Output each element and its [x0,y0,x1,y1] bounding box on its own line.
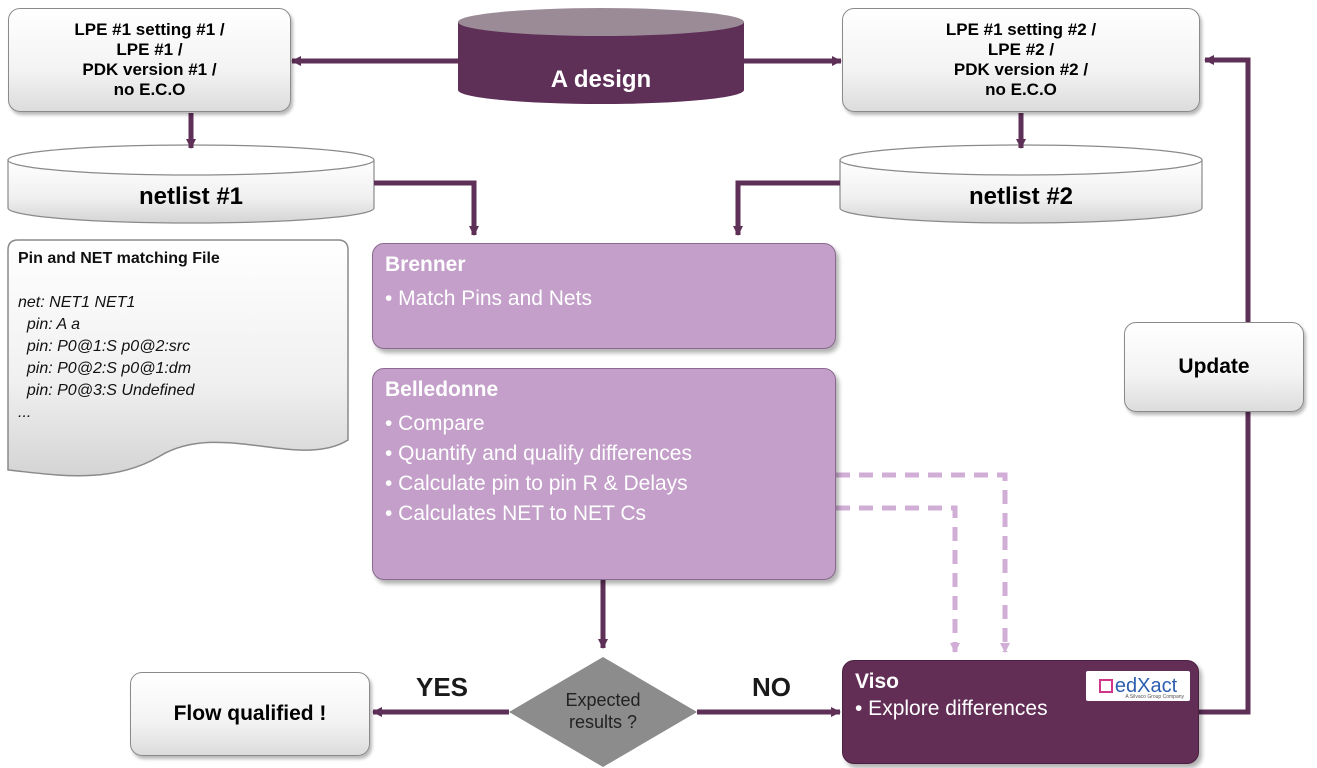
pin-file-line-3: pin: P0@1:S p0@2:src [18,338,191,355]
flow-qualified-box: Flow qualified ! [130,672,370,756]
netlist2-cylinder [839,144,1203,224]
dashed-arrow-calc-to-viso [836,505,960,653]
setting2-line-1: LPE #1 setting #2 / [945,20,1097,39]
lpe-setting-2-box: LPE #1 setting #2 / LPE #2 / PDK version… [842,8,1200,112]
pin-net-matching-file: Pin and NET matching File net: NET1 NET1… [8,240,348,476]
belledonne-bullet-2: • Quantify and qualify differences [385,442,692,465]
pin-file-line-4: pin: P0@2:S p0@1:dm [18,360,192,377]
setting2-line-4: no E.C.O [985,80,1057,99]
pin-file-line-1: net: NET1 NET1 [18,294,136,311]
pin-file-line-5: pin: P0@3:S Undefined [18,382,195,399]
pin-file-line-6: ... [18,404,32,421]
pin-file-title: Pin and NET matching File [18,250,220,267]
brenner-title: Brenner [385,253,466,276]
belledonne-bullet-3: • Calculate pin to pin R & Delays [385,472,688,495]
yes-label: YES [416,672,469,702]
edxact-logo: edXact A Silvaco Group Company [1086,671,1190,701]
setting1-line-4: no E.C.O [113,80,186,99]
decision-diamond [509,657,697,767]
edxact-logo-text: edXact [1114,674,1178,697]
edxact-logo-mark-icon [1098,679,1113,693]
update-label: Update [1178,355,1250,378]
design-cylinder [458,8,744,104]
brenner-box: Brenner • Match Pins and Nets [372,243,836,349]
lpe-setting-1-box: LPE #1 setting #1 / LPE #1 / PDK version… [8,8,291,112]
setting1-line-2: LPE #1 / [116,40,183,59]
decision-line-1: Expected [565,690,641,710]
dashed-arrow-quantify-to-viso [836,472,1010,653]
brenner-bullet-1: • Match Pins and Nets [385,287,592,310]
belledonne-bullet-1: • Compare [385,412,485,435]
setting2-line-3: PDK version #2 / [953,60,1089,79]
flow-qualified-label: Flow qualified ! [173,702,327,725]
netlist2-label: netlist #2 [968,183,1074,210]
viso-box: Viso • Explore differences edXact A Silv… [842,660,1199,764]
viso-bullet-1: • Explore differences [855,697,1048,720]
edxact-logo-subtext: A Silvaco Group Company [1125,694,1184,700]
belledonne-box: Belledonne • Compare • Quantify and qual… [372,368,836,580]
netlist1-cylinder [7,144,375,224]
no-label: NO [752,672,791,702]
setting2-line-2: LPE #2 / [987,40,1055,59]
belledonne-title: Belledonne [385,378,499,401]
arrow-netlist2-to-brenner [733,180,840,236]
update-box: Update [1124,322,1304,412]
decision-label: Expected results ? [519,689,687,733]
pin-file-line-2: pin: A a [18,316,80,333]
decision-line-2: results ? [568,712,638,732]
setting1-line-3: PDK version #1 / [82,60,217,79]
setting1-line-1: LPE #1 setting #1 / [74,20,225,39]
belledonne-bullet-4: • Calculates NET to NET Cs [385,502,646,525]
netlist1-label: netlist #1 [138,183,244,210]
pin-file-shape [7,239,349,477]
viso-title: Viso [855,670,899,693]
arrow-netlist1-to-brenner [374,180,479,236]
design-label: A design [550,66,652,93]
